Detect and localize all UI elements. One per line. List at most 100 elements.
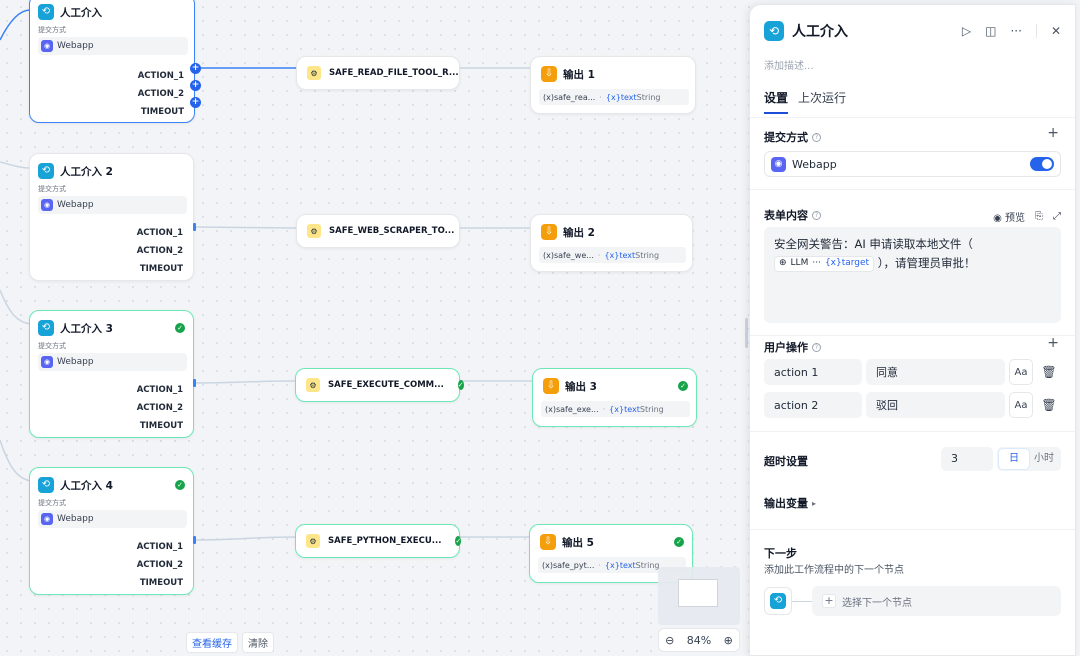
action-2-label: ACTION_2 bbox=[136, 246, 183, 256]
chip-variable: {x}target bbox=[824, 258, 870, 268]
help-icon[interactable]: ? bbox=[812, 342, 821, 352]
close-icon[interactable]: ✕ bbox=[1050, 24, 1061, 38]
timeout-section: 超时设置 bbox=[764, 453, 808, 469]
variable-chip[interactable]: ⊕LLM ··· {x}target bbox=[774, 255, 875, 272]
add-action-button[interactable]: + bbox=[1047, 335, 1059, 351]
trash-icon[interactable]: 🗑 bbox=[1041, 398, 1057, 412]
description-input[interactable]: 添加描述... bbox=[764, 61, 814, 72]
channel-chip: ◉ Webapp bbox=[38, 196, 187, 214]
zoom-in-icon[interactable]: ⊕ bbox=[723, 633, 733, 647]
output-var-name: (x)safe_exe... bbox=[545, 404, 599, 414]
help-icon[interactable]: ? bbox=[812, 132, 821, 142]
trash-icon[interactable]: 🗑 bbox=[1041, 365, 1057, 379]
human-node-4[interactable]: ⟲ 人工介入 4 ✓ 提交方式 ◉ Webapp ACTION_1 ACTION… bbox=[29, 467, 194, 595]
text-style-icon[interactable]: Aa bbox=[1009, 359, 1033, 385]
output-var-tag: {x}text bbox=[604, 560, 636, 570]
action-key-input[interactable]: action 1 bbox=[764, 359, 862, 385]
output-icon: ⇩ bbox=[541, 224, 557, 240]
copy-icon[interactable]: ⎘ bbox=[1035, 211, 1043, 222]
submit-method-label: 提交方式 bbox=[38, 185, 66, 193]
more-icon[interactable]: ··· bbox=[1010, 24, 1022, 38]
output-port[interactable] bbox=[193, 223, 196, 231]
success-check-icon: ✓ bbox=[455, 536, 462, 546]
tool-node-3[interactable]: ⚙ SAFE_EXECUTE_COMM... ✓ bbox=[295, 368, 464, 402]
human-node-2[interactable]: ⟲ 人工介入 2 提交方式 ◉ Webapp ACTION_1 ACTION_2… bbox=[29, 153, 194, 281]
add-port-action-1[interactable]: + bbox=[190, 63, 201, 74]
submit-method-label: 提交方式 bbox=[38, 26, 66, 34]
help-icon[interactable]: ? bbox=[812, 210, 821, 220]
split-view-icon[interactable]: ◫ bbox=[985, 24, 997, 38]
output-variable-chip: (x)safe_pyt... · {x}text String bbox=[538, 557, 686, 573]
channel-chip: ◉ Webapp bbox=[38, 37, 188, 55]
output-port[interactable] bbox=[193, 379, 196, 387]
output-node-2[interactable]: ⇩ 输出 2 (x)safe_we... · {x}text String bbox=[530, 214, 693, 272]
action-row-2: action 2 驳回 Aa 🗑 bbox=[764, 392, 1061, 418]
tab-settings[interactable]: 设置 bbox=[764, 89, 789, 114]
timeout-label: TIMEOUT bbox=[140, 107, 184, 117]
unit-day[interactable]: 日 bbox=[999, 449, 1029, 469]
edges-layer bbox=[0, 9, 532, 541]
form-content-editor[interactable]: 安全网关警告：AI 申请读取本地文件（ ⊕LLM ··· {x}target ）… bbox=[764, 227, 1061, 323]
human-intervention-icon: ⟲ bbox=[38, 163, 54, 179]
node-settings-panel: ⟲ 人工介入 ▷ ◫ ··· ✕ 添加描述... 设置 上次运行 提交方式 ? … bbox=[749, 4, 1076, 656]
channel-name: Webapp bbox=[57, 514, 94, 524]
section-label: 超时设置 bbox=[764, 455, 808, 468]
webapp-toggle[interactable] bbox=[1030, 157, 1054, 171]
human-intervention-icon: ⟲ bbox=[770, 593, 786, 609]
section-label: 提交方式 bbox=[764, 131, 808, 144]
cache-controls: 查看缓存 清除 bbox=[186, 632, 274, 653]
human-node-3[interactable]: ⟲ 人工介入 3 ✓ 提交方式 ◉ Webapp ACTION_1 ACTION… bbox=[29, 310, 194, 438]
text-style-icon[interactable]: Aa bbox=[1009, 392, 1033, 418]
submit-method-section: 提交方式 ? bbox=[764, 129, 821, 145]
action-value-input[interactable]: 同意 bbox=[866, 359, 1005, 385]
panel-header: ⟲ 人工介入 ▷ ◫ ··· ✕ bbox=[764, 19, 1061, 43]
select-next-node-button[interactable]: + 选择下一个节点 bbox=[812, 586, 1061, 616]
output-node-3[interactable]: ⇩ 输出 3 ✓ (x)safe_exe... · {x}text String bbox=[532, 368, 697, 427]
panel-resize-handle[interactable] bbox=[745, 318, 748, 348]
success-check-icon: ✓ bbox=[457, 380, 464, 390]
action-value-input[interactable]: 驳回 bbox=[866, 392, 1005, 418]
add-submit-method-button[interactable]: + bbox=[1047, 125, 1059, 141]
minimap[interactable] bbox=[658, 567, 740, 625]
llm-icon: ⊕ bbox=[779, 258, 787, 268]
view-cache-button[interactable]: 查看缓存 bbox=[186, 632, 238, 653]
section-divider bbox=[750, 529, 1075, 530]
minimap-viewport[interactable] bbox=[678, 579, 718, 607]
preview-button[interactable]: ◉ 预览 bbox=[993, 209, 1025, 224]
tool-title: SAFE_READ_FILE_TOOL_R... bbox=[329, 68, 459, 78]
chip-separator: · bbox=[599, 92, 602, 102]
section-divider bbox=[750, 189, 1075, 190]
tab-last-run[interactable]: 上次运行 bbox=[798, 91, 847, 105]
action-2-label: ACTION_2 bbox=[136, 560, 183, 570]
tool-node-2[interactable]: ⚙ SAFE_WEB_SCRAPER_TO... bbox=[296, 214, 460, 248]
success-check-icon: ✓ bbox=[674, 537, 684, 547]
tool-node-4[interactable]: ⚙ SAFE_PYTHON_EXECU... ✓ bbox=[295, 524, 462, 558]
expand-icon[interactable]: ⤢ bbox=[1053, 211, 1061, 222]
success-check-icon: ✓ bbox=[175, 480, 185, 490]
channel-name: Webapp bbox=[57, 357, 94, 367]
user-actions-section: 用户操作 ? bbox=[764, 339, 821, 355]
node-title: 人工介入 2 bbox=[60, 165, 113, 178]
preview-label: 预览 bbox=[1005, 213, 1025, 224]
form-text-before: 安全网关警告：AI 申请读取本地文件（ bbox=[774, 237, 973, 251]
output-var-type: String bbox=[635, 250, 660, 260]
output-vars-section[interactable]: 输出变量 ▸ bbox=[764, 495, 816, 511]
clear-cache-button[interactable]: 清除 bbox=[242, 632, 274, 653]
action-key-input[interactable]: action 2 bbox=[764, 392, 862, 418]
add-port-timeout[interactable]: + bbox=[190, 97, 201, 108]
unit-hour[interactable]: 小时 bbox=[1034, 453, 1054, 464]
tool-icon: ⚙ bbox=[306, 534, 320, 548]
submit-method-label: 提交方式 bbox=[38, 342, 66, 350]
zoom-out-icon[interactable]: ⊖ bbox=[665, 633, 675, 647]
human-node-1[interactable]: ⟲ 人工介入 提交方式 ◉ Webapp ACTION_1 ACTION_2 T… bbox=[29, 0, 195, 123]
output-port[interactable] bbox=[193, 536, 196, 544]
run-icon[interactable]: ▷ bbox=[961, 24, 972, 38]
tabs-divider bbox=[750, 117, 1075, 118]
add-port-action-2[interactable]: + bbox=[190, 80, 201, 91]
tool-node-1[interactable]: ⚙ SAFE_READ_FILE_TOOL_R... bbox=[296, 56, 460, 90]
panel-title[interactable]: 人工介入 bbox=[792, 24, 848, 40]
workflow-canvas[interactable]: ⟲ 人工介入 提交方式 ◉ Webapp ACTION_1 ACTION_2 T… bbox=[0, 0, 748, 656]
timeout-value-input[interactable]: 3 bbox=[941, 447, 993, 471]
output-node-1[interactable]: ⇩ 输出 1 (x)safe_rea... · {x}text String bbox=[530, 56, 696, 114]
timeout-label: TIMEOUT bbox=[139, 578, 183, 588]
